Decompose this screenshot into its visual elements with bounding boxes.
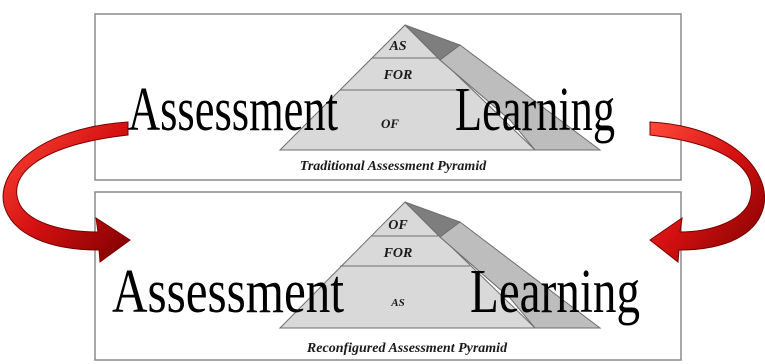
bottom-tier-bottom-label: AS — [390, 297, 404, 309]
bottom-pyramid — [278, 201, 602, 329]
left-curved-arrow — [2, 121, 131, 263]
bottom-word-assessment: Assessment — [112, 258, 344, 326]
top-pyramid-side-lower — [439, 44, 602, 151]
top-panel: AS FOR OF Assessment Learning Traditiona… — [94, 13, 682, 181]
top-tier-mid-label: FOR — [383, 68, 413, 83]
top-pyramid-face — [278, 24, 537, 151]
bottom-pyramid-side-lower — [439, 221, 602, 329]
top-word-assessment: Assessment — [128, 76, 338, 144]
right-curved-arrow — [649, 121, 765, 263]
bottom-pyramid-face — [278, 201, 537, 329]
bottom-tier-mid-label: FOR — [383, 246, 413, 261]
top-tier-bottom-label: OF — [381, 116, 399, 131]
top-tier-top-label: AS — [388, 39, 406, 54]
top-pyramid — [278, 24, 602, 151]
top-caption: Traditional Assessment Pyramid — [300, 159, 487, 174]
bottom-panel: OF FOR AS Assessment Learning Reconfigur… — [94, 191, 682, 361]
bottom-word-learning: Learning — [470, 258, 640, 326]
top-word-learning: Learning — [455, 76, 615, 144]
bottom-caption: Reconfigured Assessment Pyramid — [306, 341, 508, 356]
bottom-tier-top-label: OF — [388, 218, 408, 233]
